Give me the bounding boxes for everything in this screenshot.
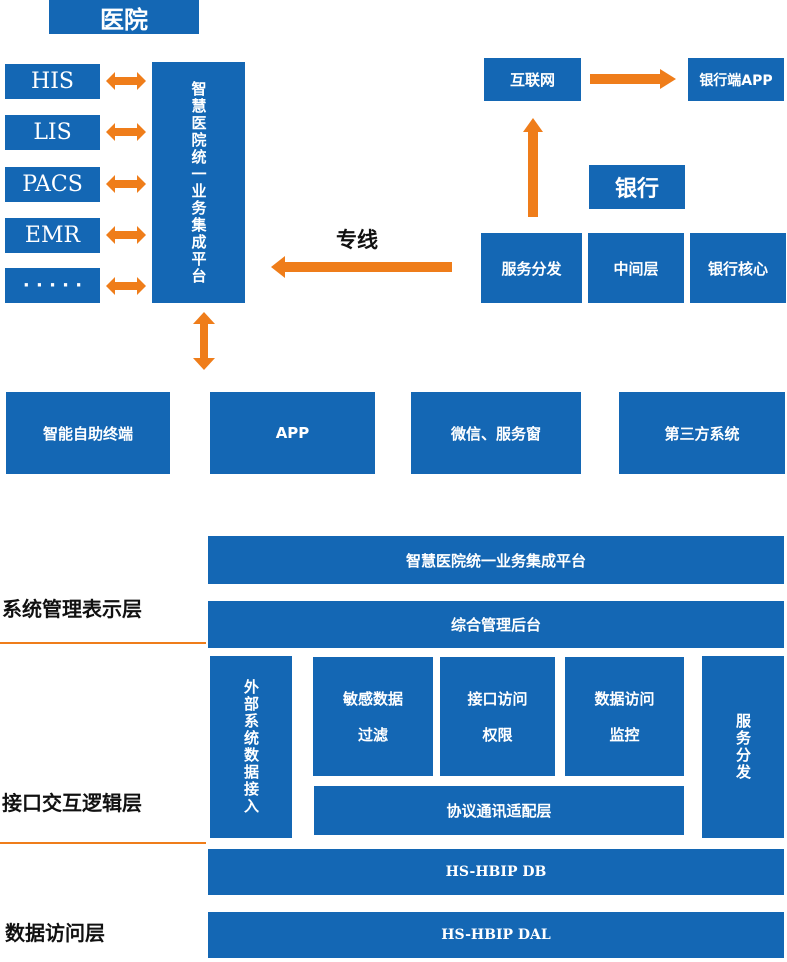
channel-third-party-system: 第三方系统 xyxy=(619,392,785,474)
double-arrow-pacs xyxy=(106,175,146,193)
right-arrow-bank-app xyxy=(590,69,676,89)
system-box-lis: LIS xyxy=(5,115,100,150)
internet-box: 互联网 xyxy=(484,58,581,101)
external-system-access-box: 外部系统数据接入 xyxy=(210,656,292,838)
up-arrow-internet xyxy=(523,118,543,217)
sensitive-data-filter-box: 敏感数据 过滤 xyxy=(313,657,433,776)
bank-middle-layer-box: 中间层 xyxy=(588,233,684,303)
hs-hbip-db-bar: HS-HBIP DB xyxy=(208,849,784,895)
layer-label-interface: 接口交互逻辑层 xyxy=(2,791,142,815)
protocol-adapter-layer-box: 协议通讯适配层 xyxy=(314,786,684,835)
hospital-title: 医院 xyxy=(49,0,199,34)
bank-service-dispatch-box: 服务分发 xyxy=(481,233,582,303)
hs-hbip-dal-bar: HS-HBIP DAL xyxy=(208,912,784,958)
system-box-more: · · · · · xyxy=(5,268,100,303)
double-arrow-vertical xyxy=(193,312,215,370)
system-box-his: HIS xyxy=(5,64,100,99)
double-arrow-his xyxy=(106,72,146,90)
interface-access-permission-line1: 接口访问 xyxy=(467,689,528,708)
layer-divider-1 xyxy=(0,642,206,644)
double-arrow-lis xyxy=(106,123,146,141)
interface-access-permission-line2: 权限 xyxy=(482,725,513,744)
bank-core-box: 银行核心 xyxy=(690,233,786,303)
bank-app-box: 银行端APP xyxy=(688,58,784,101)
admin-backend-bar: 综合管理后台 xyxy=(208,601,784,648)
channel-self-service-terminal: 智能自助终端 xyxy=(6,392,170,474)
layer-label-data-access: 数据访问层 xyxy=(5,921,105,945)
channel-wechat-service-window: 微信、服务窗 xyxy=(411,392,581,474)
double-arrow-more xyxy=(106,277,146,295)
double-arrow-emr xyxy=(106,226,146,244)
dedicated-line-label: 专线 xyxy=(336,228,378,252)
bank-title: 银行 xyxy=(589,165,685,209)
data-access-monitor-line2: 监控 xyxy=(609,725,640,744)
data-access-monitor-box: 数据访问 监控 xyxy=(565,657,684,776)
layer-label-presentation: 系统管理表示层 xyxy=(2,597,142,621)
system-box-emr: EMR xyxy=(5,218,100,253)
sensitive-data-filter-line1: 敏感数据 xyxy=(342,689,403,708)
sensitive-data-filter-line2: 过滤 xyxy=(357,725,388,744)
platform-vertical-box: 智慧医院统一业务集成平台 xyxy=(152,62,245,303)
service-dispatch-vertical-box: 服务分发 xyxy=(702,656,784,838)
platform-bar: 智慧医院统一业务集成平台 xyxy=(208,536,784,584)
left-arrow-dedicated-line xyxy=(271,256,452,278)
channel-app: APP xyxy=(210,392,375,474)
data-access-monitor-line1: 数据访问 xyxy=(594,689,655,708)
layer-divider-2 xyxy=(0,842,206,844)
system-box-pacs: PACS xyxy=(5,167,100,202)
interface-access-permission-box: 接口访问 权限 xyxy=(440,657,555,776)
